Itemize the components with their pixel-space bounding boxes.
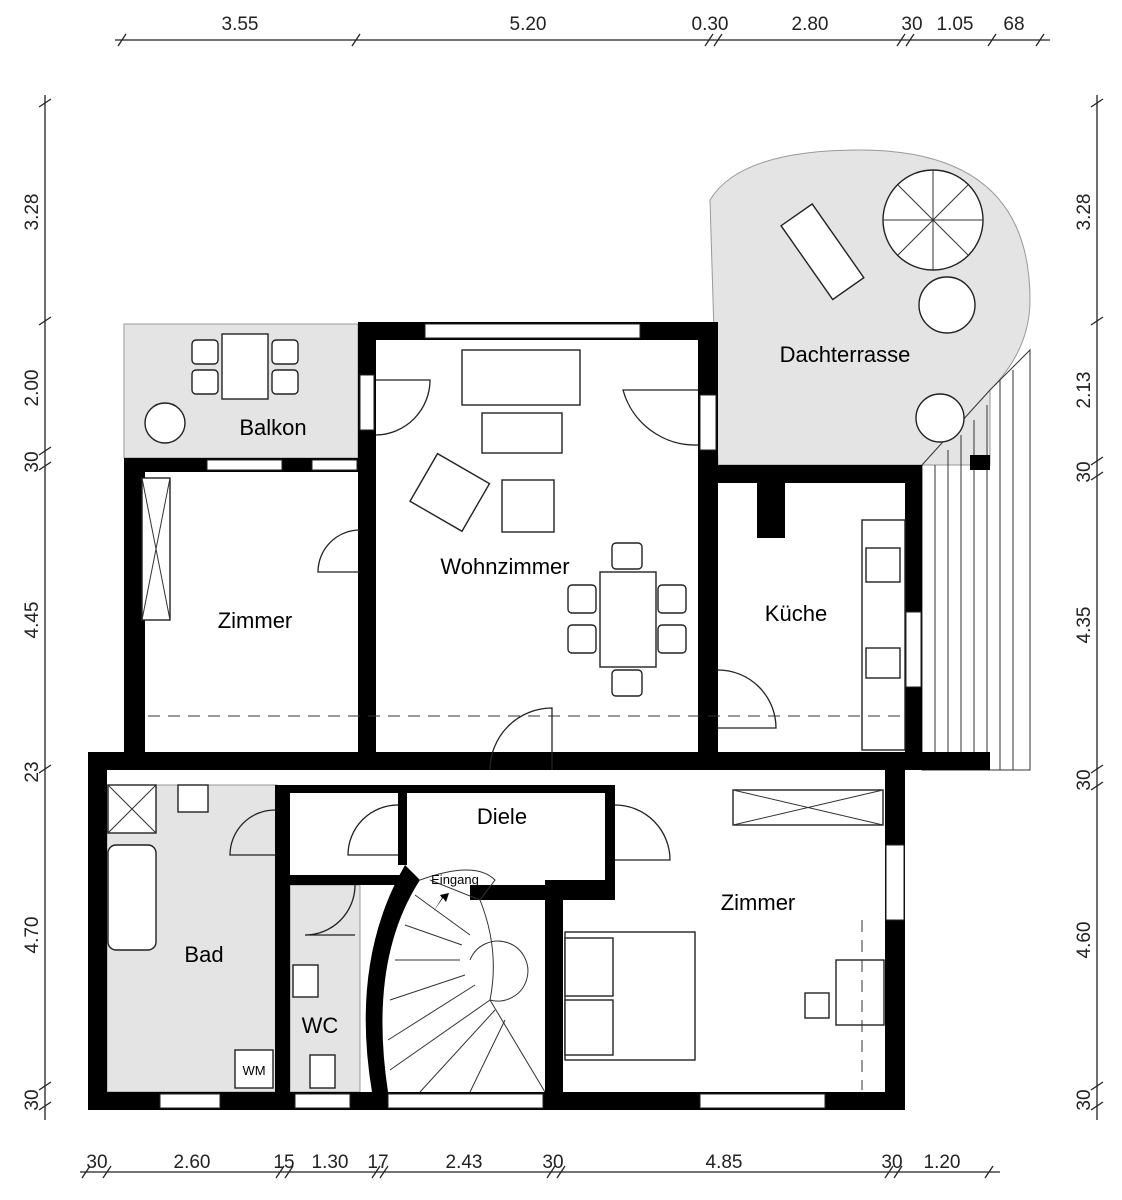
tiled-areas — [106, 149, 1031, 1093]
dim-right-3: 4.35 — [1074, 607, 1095, 644]
dim-left-1: 2.00 — [22, 370, 43, 407]
label-zimmer-left: Zimmer — [218, 608, 293, 633]
round-table-icon — [918, 276, 976, 334]
doors — [229, 379, 777, 936]
label-kueche: Küche — [765, 601, 827, 626]
chairs-icon — [567, 542, 687, 697]
armchair-icon — [501, 479, 555, 533]
washbasin-icon — [292, 964, 319, 998]
label-eingang: Eingang — [431, 872, 479, 887]
dimension-lines — [38, 33, 1104, 1179]
dim-bottom-3: 1.30 — [312, 1152, 349, 1173]
dim-bottom-6: 30 — [542, 1152, 563, 1173]
dim-left-0: 3.28 — [22, 194, 43, 231]
dim-top-5: 1.05 — [937, 14, 974, 35]
sofa-icon — [461, 349, 581, 406]
dim-bottom-0: 30 — [86, 1152, 107, 1173]
room-labels: Wohnzimmer Zimmer Balkon Dachterrasse Kü… — [184, 342, 910, 1078]
armchair-icon — [409, 452, 491, 533]
pillow-icon — [564, 999, 614, 1056]
dim-top-3: 2.80 — [792, 14, 829, 35]
dim-bottom-9: 1.20 — [924, 1152, 961, 1173]
dim-bottom-4: 17 — [367, 1152, 388, 1173]
stove-icon — [865, 547, 901, 583]
dachterrasse-floor — [709, 149, 1031, 466]
sun-lounger-icon — [780, 202, 865, 301]
kitchen-shelf-icon — [757, 483, 785, 538]
toilet-icon — [309, 1054, 336, 1089]
windows — [159, 323, 922, 1109]
dim-bottom-2: 15 — [273, 1152, 294, 1173]
balcony-table-icon — [221, 333, 269, 400]
dim-bottom-5: 2.43 — [446, 1152, 483, 1173]
label-wc: WC — [302, 1013, 339, 1038]
staircase — [365, 865, 546, 1093]
dim-right-5: 4.60 — [1074, 922, 1095, 959]
bathtub-icon — [107, 844, 157, 951]
dim-left-6: 30 — [22, 1089, 43, 1110]
dim-right-2: 30 — [1074, 461, 1095, 482]
sink-icon — [865, 647, 901, 679]
dim-bottom-8: 30 — [881, 1152, 902, 1173]
dim-top-4: 30 — [901, 14, 922, 35]
dim-top-1: 5.20 — [510, 14, 547, 35]
dimensions-left: 3.28 2.00 30 4.45 23 4.70 30 — [22, 194, 43, 1111]
dashed-line — [148, 715, 905, 1090]
dining-table-icon — [599, 571, 657, 668]
label-wm: WM — [242, 1063, 265, 1078]
dim-right-4: 30 — [1074, 769, 1095, 790]
plant-icon — [144, 402, 186, 444]
dim-right-6: 30 — [1074, 1089, 1095, 1110]
dim-bottom-1: 2.60 — [174, 1152, 211, 1173]
dim-left-2: 30 — [22, 451, 43, 472]
dimensions-bottom: 30 2.60 15 1.30 17 2.43 30 4.85 30 1.20 — [86, 1152, 960, 1173]
washbasin-icon — [177, 784, 209, 813]
label-diele: Diele — [477, 804, 527, 829]
label-zimmer-right: Zimmer — [721, 890, 796, 915]
label-dachterrasse: Dachterrasse — [780, 342, 911, 367]
plant-icon — [915, 393, 965, 443]
dim-top-2: 0.30 — [692, 14, 729, 35]
washing-machine-icon — [234, 1049, 274, 1089]
entrance-arrow-icon — [433, 893, 449, 912]
dim-bottom-7: 4.85 — [706, 1152, 743, 1173]
desk-icon — [835, 959, 885, 1026]
dim-top-0: 3.55 — [222, 14, 259, 35]
dimensions-right: 3.28 2.13 30 4.35 30 4.60 30 — [1074, 194, 1095, 1111]
label-bad: Bad — [184, 942, 223, 967]
dim-left-4: 23 — [22, 761, 43, 782]
dimensions-top: 3.55 5.20 0.30 2.80 30 1.05 68 — [222, 14, 1025, 35]
label-balkon: Balkon — [239, 415, 306, 440]
chair-icon — [804, 992, 830, 1019]
dim-right-0: 3.28 — [1074, 194, 1095, 231]
label-wohnzimmer: Wohnzimmer — [440, 554, 569, 579]
dim-top-6: 68 — [1003, 14, 1024, 35]
furniture — [107, 169, 984, 1089]
pillow-icon — [564, 937, 614, 997]
dim-right-1: 2.13 — [1074, 372, 1095, 409]
dim-left-5: 4.70 — [22, 917, 43, 954]
dim-left-3: 4.45 — [22, 602, 43, 639]
coffee-table-icon — [481, 412, 563, 454]
